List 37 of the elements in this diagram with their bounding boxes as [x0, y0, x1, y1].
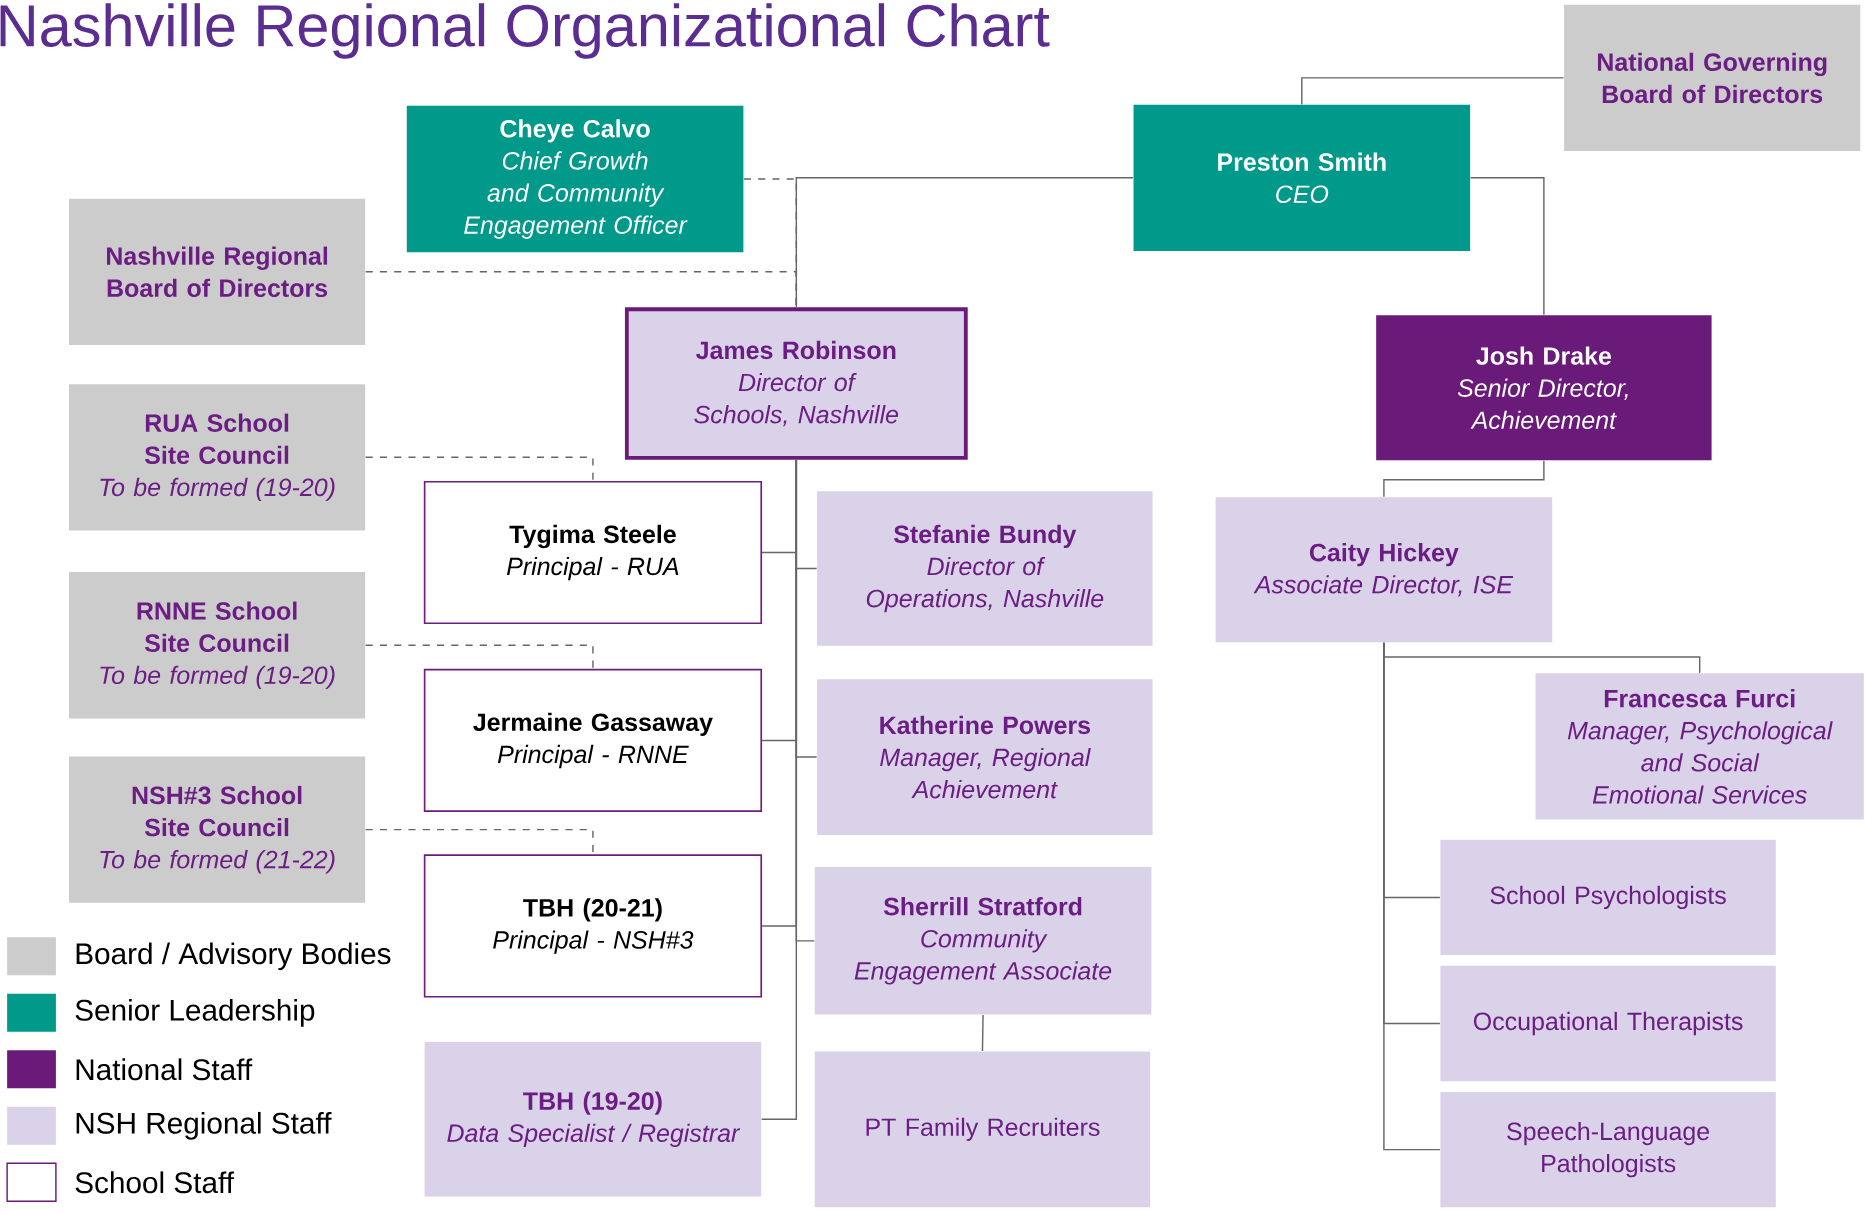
connector-line — [1469, 177, 1545, 316]
title: Nashville Regional Organizational Chart — [0, 3, 1050, 59]
legend-label: NSH Regional Staff — [76, 1112, 332, 1140]
connector-line — [364, 456, 594, 482]
org-box: James Robinson Director of Schools, Nashville — [624, 307, 968, 460]
connector-line — [1301, 77, 1565, 105]
legend-label: Senior Leadership — [75, 999, 315, 1027]
org-box: RUA School Site Council To be formed (19-20) — [69, 384, 366, 531]
connector-line — [1383, 642, 1441, 1151]
connector-line — [795, 459, 815, 942]
org-box: Stefanie Bundy Director of Operations, Nashville — [817, 491, 1153, 646]
org-box: Francesca Furci Manager, Psychological and Social Emotional Services — [1535, 673, 1864, 820]
org-box: School Psychologists — [1440, 839, 1776, 956]
org-box: Sherrill Stratford Community Engagement Associate — [814, 867, 1152, 1015]
legend-label: National Staff — [76, 1058, 253, 1081]
org-box: National Governing Board of Directors — [1564, 4, 1861, 152]
org-box: TBH (19-20) Data Specialist / Registrar — [424, 1042, 762, 1197]
connector-line — [364, 644, 594, 670]
org-box: Occupational Therapists — [1440, 965, 1776, 1082]
org-box: Nashville Regional Board of Directors — [69, 198, 366, 345]
legend-label: Board / Advisory Bodies — [76, 942, 391, 971]
org-box: PT Family Recruiters — [814, 1051, 1151, 1208]
connector-line — [1383, 460, 1545, 498]
org-box: Cheye Calvo Chief Growth and Community Engagement Officer — [406, 105, 744, 253]
org-box: Josh Drake Senior Director, Achievement — [1376, 315, 1712, 461]
org-box: Speech-Language Pathologists — [1440, 1092, 1776, 1208]
org-box: RNNE School Site Council To be formed (19-20) — [69, 572, 366, 719]
org-box: Tygima Steele Principal - RUA — [423, 480, 763, 625]
org-box: NSH#3 School Site Council To be formed (21-22) — [69, 756, 366, 903]
connector-line — [981, 1014, 984, 1052]
org-box: TBH (20-21) Principal - NSH#3 — [423, 854, 763, 998]
org-box: Katherine Powers Manager, Regional Achievement — [817, 679, 1153, 836]
org-box: Preston Smith CEO — [1133, 104, 1471, 252]
org-box: Caity Hickey Associate Director, ISE — [1215, 497, 1553, 643]
legend-label: School Staff — [75, 1171, 235, 1194]
connector-line — [795, 177, 1134, 309]
org-box: Jermaine Gassaway Principal - RNNE — [423, 668, 763, 813]
